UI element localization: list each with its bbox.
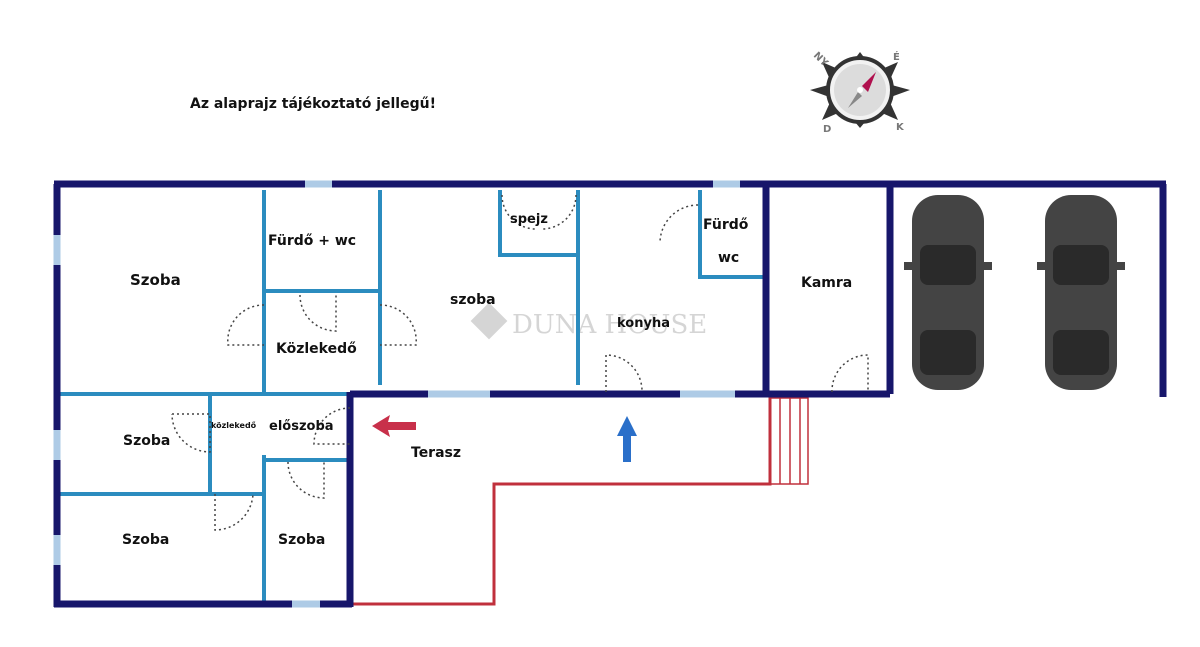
compass-e: É <box>893 50 900 63</box>
compass-icon: NY É D K <box>810 50 910 135</box>
room-label: Szoba <box>123 433 170 449</box>
room-label: közlekedő <box>211 421 257 430</box>
entrance-arrow-blue-icon <box>617 416 637 462</box>
room-label: Fürdő + wc <box>268 233 356 249</box>
compass-k: K <box>896 122 905 133</box>
car-icon <box>904 195 992 390</box>
compass-d: D <box>823 124 831 135</box>
room-label: Fürdő <box>703 217 749 233</box>
room-label: előszoba <box>269 419 334 434</box>
watermark-logo: DUNA HOUSE <box>470 302 707 340</box>
disclaimer-text: Az alaprajz tájékoztató jellegű! <box>190 96 436 112</box>
room-label: Kamra <box>801 275 852 291</box>
outer-walls <box>53 180 1167 608</box>
room-label: Szoba <box>278 532 325 548</box>
watermark-text: DUNA HOUSE <box>512 310 707 340</box>
room-label: Szoba <box>130 271 181 289</box>
room-label: konyha <box>617 316 670 331</box>
windows <box>53 180 740 608</box>
room-label: wc <box>718 250 739 266</box>
entrance-arrow-red-icon <box>372 415 416 437</box>
room-label: spejz <box>510 212 548 227</box>
car-icon <box>1037 195 1125 390</box>
room-label: Közlekedő <box>276 341 357 357</box>
room-label: Terasz <box>411 445 461 461</box>
inner-walls <box>60 190 766 604</box>
room-label: szoba <box>450 292 496 308</box>
room-label: Szoba <box>122 532 169 548</box>
stairs <box>769 397 809 485</box>
doors <box>171 194 869 531</box>
